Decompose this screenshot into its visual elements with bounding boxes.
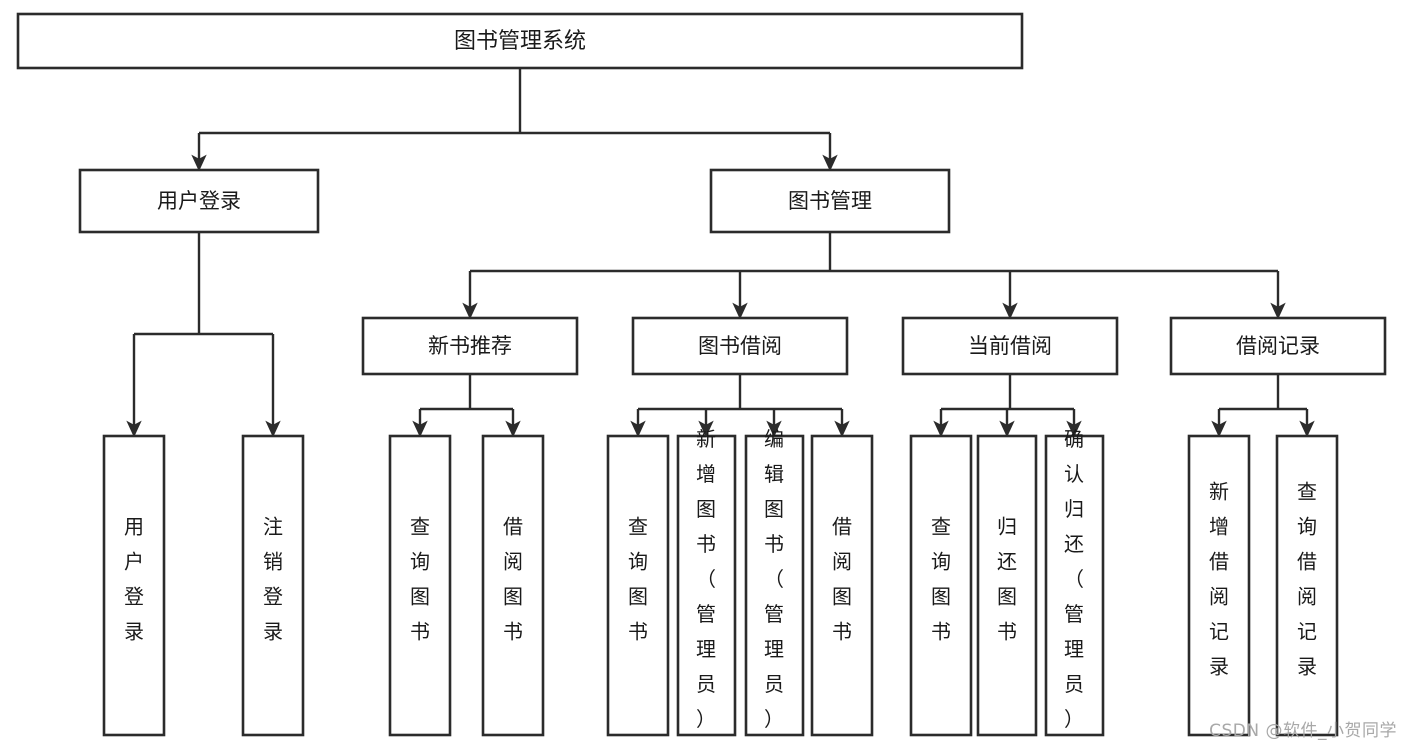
node-leaf-query-book-1[interactable]: 查询图书 (388, 434, 452, 737)
node-new-book-recommend-box[interactable] (361, 316, 579, 376)
node-borrow-record-label: 借阅记录 (1236, 334, 1320, 358)
node-book-borrow[interactable]: 图书借阅 (631, 316, 849, 376)
node-root[interactable]: 图书管理系统 (16, 12, 1024, 70)
node-root-box[interactable] (16, 12, 1024, 70)
node-leaf-return-book[interactable]: 归还图书 (976, 434, 1038, 737)
node-root-label: 图书管理系统 (454, 29, 586, 54)
node-user-login-box[interactable] (78, 168, 320, 234)
node-leaf-user-logout-label: 注销登录 (263, 515, 283, 644)
node-leaf-confirm-return-box[interactable] (1044, 434, 1105, 737)
node-book-manage-box[interactable] (709, 168, 951, 234)
node-leaf-query-book-3-box[interactable] (909, 434, 973, 737)
node-leaf-user-login-box[interactable] (102, 434, 166, 737)
node-leaf-borrow-book-2-label: 借阅图书 (832, 515, 852, 644)
node-book-manage-label: 图书管理 (788, 189, 872, 213)
node-leaf-query-book-1-box[interactable] (388, 434, 452, 737)
node-leaf-borrow-book-2-box[interactable] (810, 434, 874, 737)
node-leaf-edit-book-box[interactable] (744, 434, 805, 737)
node-leaf-add-book-label: 新增图书（管理员） (696, 427, 716, 731)
node-leaf-query-book-2-box[interactable] (606, 434, 670, 737)
node-leaf-query-book-2-label: 查询图书 (628, 515, 648, 644)
node-book-borrow-label: 图书借阅 (698, 334, 782, 358)
node-leaf-confirm-return[interactable]: 确认归还（管理员） (1044, 427, 1105, 737)
node-leaf-add-book[interactable]: 新增图书（管理员） (676, 427, 737, 737)
node-leaf-user-login-label: 用户登录 (124, 515, 144, 644)
node-current-borrow-box[interactable] (901, 316, 1119, 376)
node-leaf-query-record[interactable]: 查询借阅记录 (1275, 434, 1339, 737)
node-borrow-record-box[interactable] (1169, 316, 1387, 376)
node-leaf-query-book-3[interactable]: 查询图书 (909, 434, 973, 737)
node-leaf-query-book-3-label: 查询图书 (931, 515, 951, 644)
node-leaf-confirm-return-label: 确认归还（管理员） (1064, 427, 1084, 731)
node-leaf-add-record[interactable]: 新增借阅记录 (1187, 434, 1251, 737)
node-leaf-query-record-label: 查询借阅记录 (1297, 480, 1317, 679)
node-new-book-recommend-label: 新书推荐 (428, 334, 512, 358)
node-leaf-add-record-box[interactable] (1187, 434, 1251, 737)
node-leaf-add-book-box[interactable] (676, 434, 737, 737)
node-new-book-recommend[interactable]: 新书推荐 (361, 316, 579, 376)
node-book-borrow-box[interactable] (631, 316, 849, 376)
node-user-login[interactable]: 用户登录 (78, 168, 320, 234)
node-current-borrow-label: 当前借阅 (968, 334, 1052, 358)
node-book-manage[interactable]: 图书管理 (709, 168, 951, 234)
node-leaf-return-book-label: 归还图书 (997, 515, 1017, 644)
node-leaf-user-login[interactable]: 用户登录 (102, 434, 166, 737)
node-leaf-borrow-book-2[interactable]: 借阅图书 (810, 434, 874, 737)
node-leaf-query-record-box[interactable] (1275, 434, 1339, 737)
node-leaf-query-book-1-label: 查询图书 (410, 515, 430, 644)
node-leaf-add-record-label: 新增借阅记录 (1209, 480, 1229, 679)
node-borrow-record[interactable]: 借阅记录 (1169, 316, 1387, 376)
node-leaf-edit-book-label: 编辑图书（管理员） (764, 427, 784, 731)
node-leaf-borrow-book-1-box[interactable] (481, 434, 545, 737)
node-leaf-query-book-2[interactable]: 查询图书 (606, 434, 670, 737)
node-leaf-user-logout-box[interactable] (241, 434, 305, 737)
edge-group (126, 68, 1315, 438)
node-leaf-borrow-book-1[interactable]: 借阅图书 (481, 434, 545, 737)
node-leaf-return-book-box[interactable] (976, 434, 1038, 737)
node-leaf-edit-book[interactable]: 编辑图书（管理员） (744, 427, 805, 737)
node-current-borrow[interactable]: 当前借阅 (901, 316, 1119, 376)
node-leaf-user-logout[interactable]: 注销登录 (241, 434, 305, 737)
node-user-login-label: 用户登录 (157, 189, 241, 213)
node-leaf-borrow-book-1-label: 借阅图书 (503, 515, 523, 644)
csdn-watermark: CSDN @软件_小贺同学 (1209, 721, 1397, 741)
